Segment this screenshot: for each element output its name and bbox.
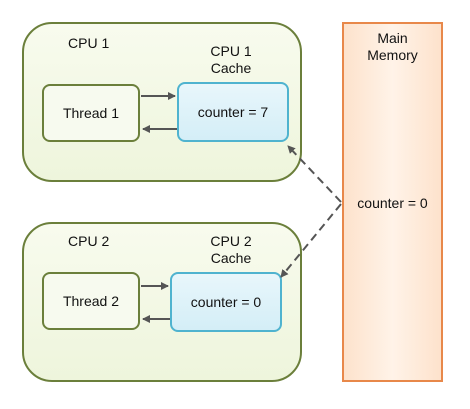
cpu2-cache-title-line1: CPU 2	[210, 233, 252, 249]
cpu1-cache-value: counter = 7	[197, 104, 269, 120]
cpu2-cache-title-line2: Cache	[210, 250, 252, 266]
cpu2-label: CPU 2	[68, 233, 110, 249]
main-memory-box: Main Memory counter = 0	[342, 22, 443, 382]
main-memory-title-line2: Memory	[367, 47, 418, 63]
cpu2-cache-value: counter = 0	[190, 294, 262, 310]
thread1-label: Thread 1	[62, 105, 120, 121]
cpu1-cache-box: counter = 7	[177, 82, 289, 142]
main-memory-value: counter = 0	[357, 195, 428, 211]
memory-to-cpu2-cache-dashed-arrow	[280, 203, 342, 278]
thread2-box: Thread 2	[42, 272, 140, 330]
main-memory-title-line1: Main	[377, 30, 408, 46]
cpu1-cache-title-line1: CPU 1	[210, 43, 252, 59]
memory-to-cpu1-cache-dashed-arrow	[287, 145, 342, 203]
cpu1-cache-title-line2: Cache	[210, 60, 252, 76]
cpu1-label: CPU 1	[68, 35, 110, 51]
thread1-box: Thread 1	[42, 84, 140, 142]
main-memory-title: Main Memory	[344, 30, 441, 64]
thread2-label: Thread 2	[62, 293, 120, 309]
cpu1-cache-title: CPU 1 Cache	[196, 43, 266, 77]
cpu2-cache-title: CPU 2 Cache	[196, 233, 266, 267]
cpu2-cache-box: counter = 0	[170, 272, 282, 332]
